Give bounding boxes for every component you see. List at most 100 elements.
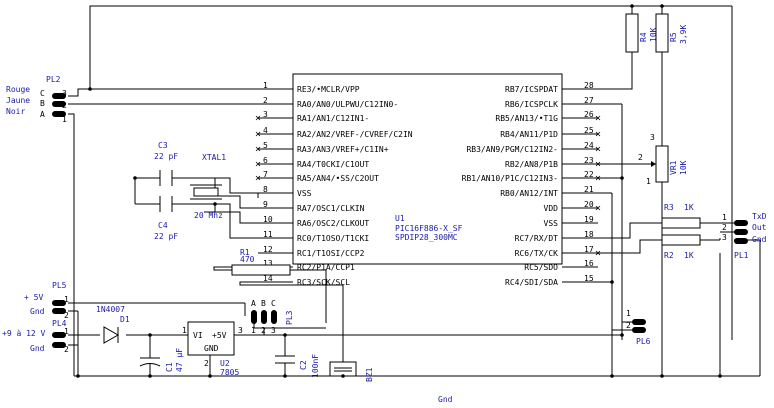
ic-pin-number: 3 bbox=[263, 110, 268, 119]
ic-pin-label: RA4/T0CKI/C1OUT bbox=[297, 160, 369, 169]
ic-pin-label: RC3/SCK/SCL bbox=[297, 278, 350, 287]
u2-num-2: 2 bbox=[204, 359, 209, 368]
r4-ref: R4 bbox=[639, 32, 648, 42]
resistor-r2: R2 1K bbox=[661, 234, 701, 260]
vr1-pin-1: 1 bbox=[646, 177, 651, 186]
pl2-pin-3: A bbox=[40, 110, 45, 119]
ic-pin-number: 14 bbox=[263, 274, 273, 283]
r1-value: 470 bbox=[240, 255, 255, 264]
u2-vi: VI bbox=[193, 331, 203, 340]
vr1-pin-3: 3 bbox=[650, 133, 655, 142]
pl2-num-1: 3 bbox=[62, 89, 67, 98]
pl6-ref: PL6 bbox=[636, 337, 651, 346]
pl2-ref: PL2 bbox=[46, 75, 61, 84]
wire-pl2-a bbox=[68, 113, 75, 376]
c2-value: 100nF bbox=[311, 354, 320, 378]
pl4-label-1: +9 à 12 V bbox=[2, 329, 46, 338]
ic-pin-number: 28 bbox=[584, 81, 594, 90]
pl5-num-2: 2 bbox=[64, 311, 69, 320]
r2-ref: R2 bbox=[664, 251, 674, 260]
pl4-num-1: 1 bbox=[64, 327, 69, 336]
capacitor-c1: C1 47 µF bbox=[139, 348, 184, 372]
ic-pin-number: 25 bbox=[584, 126, 594, 135]
resistor-r4: R4 10K bbox=[625, 13, 658, 53]
pl3-num-2: 2 bbox=[261, 326, 266, 335]
vr1-ref: VR1 bbox=[669, 160, 678, 175]
ic-pin-number: 2 bbox=[263, 96, 268, 105]
ic-pin-number: 20 bbox=[584, 200, 594, 209]
ic-pin-number: 1 bbox=[263, 81, 268, 90]
crystal-xtal1: XTAL1 20 Mhz bbox=[190, 153, 226, 220]
capacitor-c2: C2 100nF bbox=[275, 350, 320, 378]
ic-pin-label: RA7/OSC1/CLKIN bbox=[297, 204, 365, 213]
c3-value: 22 pF bbox=[154, 152, 178, 161]
gnd-net-label: Gnd bbox=[438, 395, 453, 404]
u2-ref: U2 bbox=[220, 359, 230, 368]
pl3-pin-1: A bbox=[251, 299, 256, 308]
ic-package: SPDIP28_300MC bbox=[395, 233, 458, 242]
diode-d1: 1N4007 D1 bbox=[96, 305, 130, 344]
ic-pin-label: RB5/AN13/•T1G bbox=[495, 114, 558, 123]
ic-pin-number: 27 bbox=[584, 96, 594, 105]
pl2-label-2: Jaune bbox=[6, 96, 30, 105]
junction-dots bbox=[76, 4, 722, 378]
pl6-num-2: 2 bbox=[626, 321, 631, 330]
r3-ref: R3 bbox=[664, 203, 674, 212]
connector-pl4: PL4 +9 à 12 V Gnd 1 2 bbox=[2, 319, 69, 354]
connector-pl2: PL2 Rouge Jaune Noir C B A 3 2 1 bbox=[6, 75, 67, 124]
pl2-num-3: 1 bbox=[62, 115, 67, 124]
ic-pin-label: RC4/SDI/SDA bbox=[505, 278, 558, 287]
ic-pin-number: 10 bbox=[263, 215, 273, 224]
ic-pin-label: RC5/SDO bbox=[524, 263, 558, 272]
c2-ref: C2 bbox=[299, 360, 308, 370]
ic-pin-number: 24 bbox=[584, 141, 594, 150]
ic-pin-number: 21 bbox=[584, 185, 594, 194]
ic-pin-label: RB0/AN12/INT bbox=[500, 189, 558, 198]
ic-pin-label: RA1/AN1/C12IN1- bbox=[297, 114, 369, 123]
ic-pin-number: 18 bbox=[584, 230, 594, 239]
ic-pin-label: RA3/AN3/VREF+/C1IN+ bbox=[297, 145, 389, 154]
u2-gnd: GND bbox=[204, 344, 219, 353]
r1-ref: R1 bbox=[240, 248, 250, 257]
ic-pin-label: VDD bbox=[544, 204, 559, 213]
ic-u1-body bbox=[292, 73, 563, 265]
ic-pin-number: 11 bbox=[263, 230, 273, 239]
d1-ref: D1 bbox=[120, 315, 130, 324]
pl4-num-2: 2 bbox=[64, 345, 69, 354]
ic-pin-label: RC1/T1OSI/CCP2 bbox=[297, 249, 365, 258]
ic-pin-number: 5 bbox=[263, 141, 268, 150]
pl5-label-1: + 5V bbox=[24, 293, 43, 302]
ic-pin-number: 12 bbox=[263, 245, 273, 254]
pl1-num-1: 1 bbox=[722, 213, 727, 222]
resistor-r5: R5 3,9K bbox=[655, 13, 688, 53]
pl2-pin-1: C bbox=[40, 89, 45, 98]
c4-value: 22 pF bbox=[154, 232, 178, 241]
ic-pin-label: RC7/RX/DT bbox=[515, 234, 559, 243]
potentiometer-vr1: VR1 10K 1 2 3 bbox=[638, 133, 688, 186]
wire-pl2-c bbox=[68, 88, 90, 97]
ic-pin-number: 19 bbox=[584, 215, 594, 224]
pl1-label-1: TxD bbox=[752, 212, 767, 221]
ic-pin-number: 4 bbox=[263, 126, 268, 135]
r3-value: 1K bbox=[684, 203, 694, 212]
pl4-ref: PL4 bbox=[52, 319, 67, 328]
ic-pin-number: 8 bbox=[263, 185, 268, 194]
c1-value: 47 µF bbox=[175, 348, 184, 372]
pl1-num-3: 3 bbox=[722, 233, 727, 242]
ic-pin-number: 22 bbox=[584, 170, 594, 179]
resistor-r3: R3 1K bbox=[661, 203, 701, 229]
ic-left-labels: RE3/•MCLR/VPP1RA0/AN0/ULPWU/C12IN0-2RA1/… bbox=[263, 81, 413, 287]
pl3-num-3: 3 bbox=[271, 326, 276, 335]
ic-pin-label: RA6/OSC2/CLKOUT bbox=[297, 219, 369, 228]
u2-vo: +5V bbox=[212, 331, 227, 340]
ic-pin-label: RA5/AN4/•SS/C2OUT bbox=[297, 174, 379, 183]
ic-pin-number: 26 bbox=[584, 110, 594, 119]
pl2-num-2: 2 bbox=[62, 101, 67, 110]
connector-pl6: 1 2 PL6 bbox=[626, 309, 651, 346]
ic-pin-number: 16 bbox=[584, 259, 594, 268]
ic-pin-number: 17 bbox=[584, 245, 594, 254]
pl1-label-3: Gnd bbox=[752, 235, 767, 244]
